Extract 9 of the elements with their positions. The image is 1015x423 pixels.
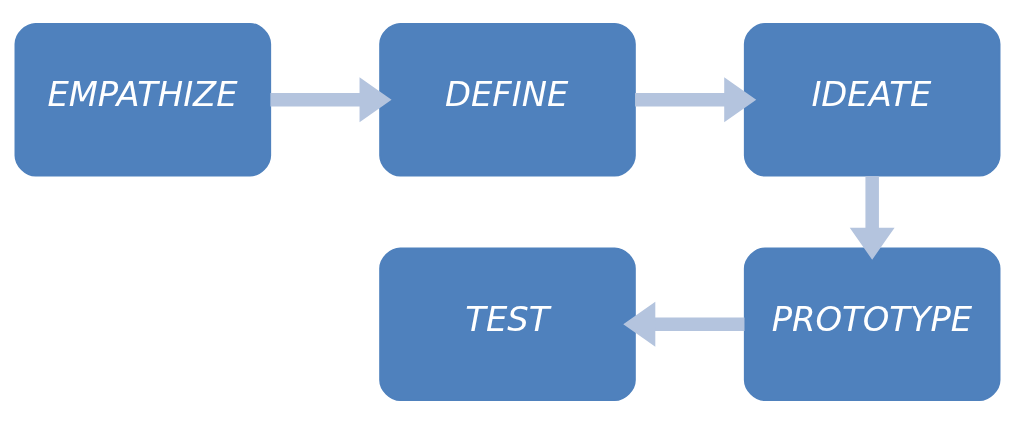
node-box: TEST: [379, 246, 636, 401]
arrow: [623, 301, 745, 347]
node-box: IDEATE: [743, 22, 1001, 177]
node-box: DEFINE: [379, 22, 636, 177]
arrow: [849, 175, 895, 260]
arrow: [635, 76, 757, 122]
arrow: [270, 76, 392, 122]
node-box: PROTOTYPE: [743, 246, 1001, 401]
node-box: EMPATHIZE: [14, 22, 272, 177]
